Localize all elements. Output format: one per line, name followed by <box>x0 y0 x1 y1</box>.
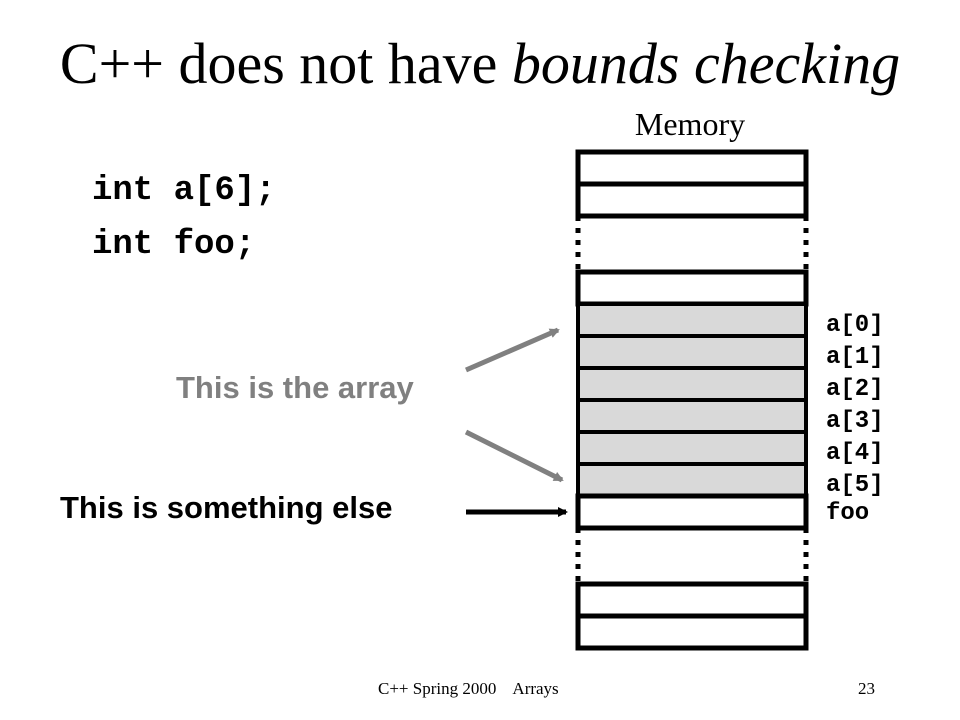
title-italic: bounds checking <box>511 31 901 96</box>
slot-label-foo: foo <box>826 500 870 527</box>
array-cell-3 <box>576 398 808 434</box>
slot-label-a4: a[4] <box>826 440 884 467</box>
array-cell-5 <box>576 462 808 498</box>
something-else-note: This is something else <box>60 490 393 525</box>
array-cell-2 <box>576 366 808 402</box>
slot-label-a1: a[1] <box>826 344 884 371</box>
title-plain: C++ does not have <box>59 31 512 96</box>
memory-cell-before-array <box>575 269 809 307</box>
foo-cell <box>575 493 809 531</box>
memory-cell-top-1 <box>575 149 809 187</box>
code-line-array-decl: int a[6]; <box>92 172 276 210</box>
array-note: This is the array <box>176 370 414 405</box>
footer-page-number: 23 <box>858 679 875 698</box>
footer-course: C++ Spring 2000 Arrays <box>378 679 559 698</box>
code-line-foo-decl: int foo; <box>92 226 256 264</box>
array-cell-4 <box>576 430 808 466</box>
array-arrow-up <box>465 327 560 373</box>
memory-cell-bottom-1 <box>575 581 809 619</box>
array-arrow-down <box>464 429 564 483</box>
slide-title: C++ does not have bounds checking <box>0 30 960 97</box>
array-cell-1 <box>576 334 808 370</box>
slot-label-a0: a[0] <box>826 312 884 339</box>
array-cell-0 <box>576 302 808 338</box>
slot-label-a5: a[5] <box>826 472 884 499</box>
slot-label-a2: a[2] <box>826 376 884 403</box>
memory-cell-bottom-2 <box>575 613 809 651</box>
memory-label: Memory <box>634 106 746 142</box>
slot-label-a3: a[3] <box>826 408 884 435</box>
memory-cell-top-2 <box>575 181 809 219</box>
